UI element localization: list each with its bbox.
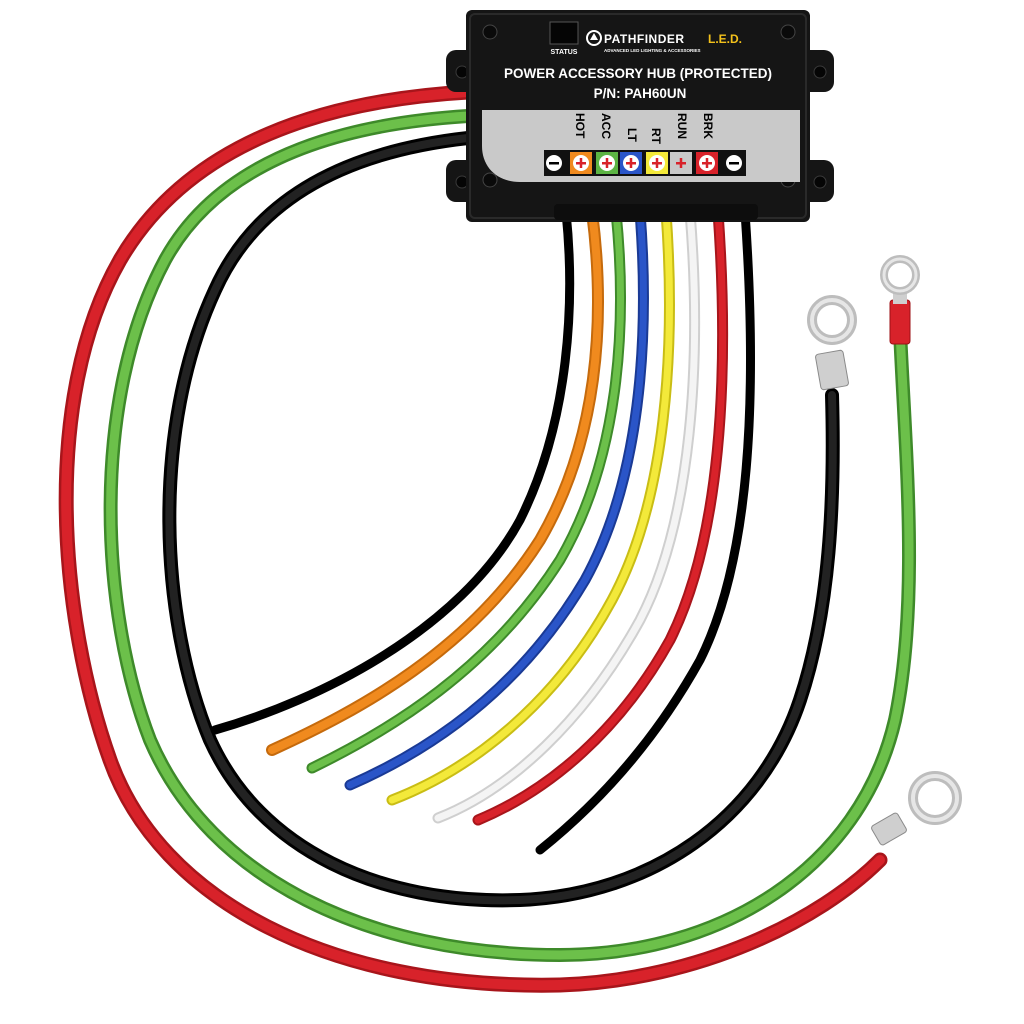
input-wire-bundle xyxy=(58,84,917,993)
brand-logo: PATHFINDER L.E.D. ADVANCED LED LIGHTING … xyxy=(586,30,742,53)
product-title: POWER ACCESSORY HUB (PROTECTED) xyxy=(504,66,772,81)
wire-exit-grommet xyxy=(554,204,758,220)
screw-icon xyxy=(482,172,498,188)
terminal-label-rt: RT xyxy=(649,128,663,145)
terminal-label-run: RUN xyxy=(675,113,689,139)
brand-tagline: ADVANCED LED LIGHTING & ACCESSORIES xyxy=(604,48,701,53)
terminal-label-acc: ACC xyxy=(599,113,613,139)
ring-terminal-black xyxy=(807,295,857,391)
brand-suffix: L.E.D. xyxy=(708,32,742,46)
status-led-icon xyxy=(549,21,579,45)
screw-icon xyxy=(482,24,498,40)
terminal-symbols xyxy=(544,150,746,176)
terminal-label-brk: BRK xyxy=(701,113,715,139)
terminal-label-hot: HOT xyxy=(573,113,587,139)
part-number: P/N: PAH60UN xyxy=(594,86,687,101)
hub-housing: STATUS PATHFINDER L.E.D. ADVANCED LED LI… xyxy=(446,10,834,222)
brand-name: PATHFINDER xyxy=(604,32,685,46)
green-acc-wire xyxy=(306,206,626,774)
black-ground-output-wire xyxy=(210,207,575,735)
black-brk-ground-wire xyxy=(535,207,756,855)
terminal-labels: HOT ACC LT RT RUN BRK xyxy=(573,113,715,145)
output-wire-bundle xyxy=(210,206,756,855)
mount-hole-icon xyxy=(813,175,827,189)
status-label: STATUS xyxy=(551,49,578,56)
ring-terminal-green xyxy=(880,255,920,345)
ring-terminal-red xyxy=(871,771,962,846)
screw-icon xyxy=(780,24,796,40)
terminal-label-lt: LT xyxy=(625,128,639,142)
orange-hot-wire xyxy=(266,206,604,756)
mount-hole-icon xyxy=(813,65,827,79)
